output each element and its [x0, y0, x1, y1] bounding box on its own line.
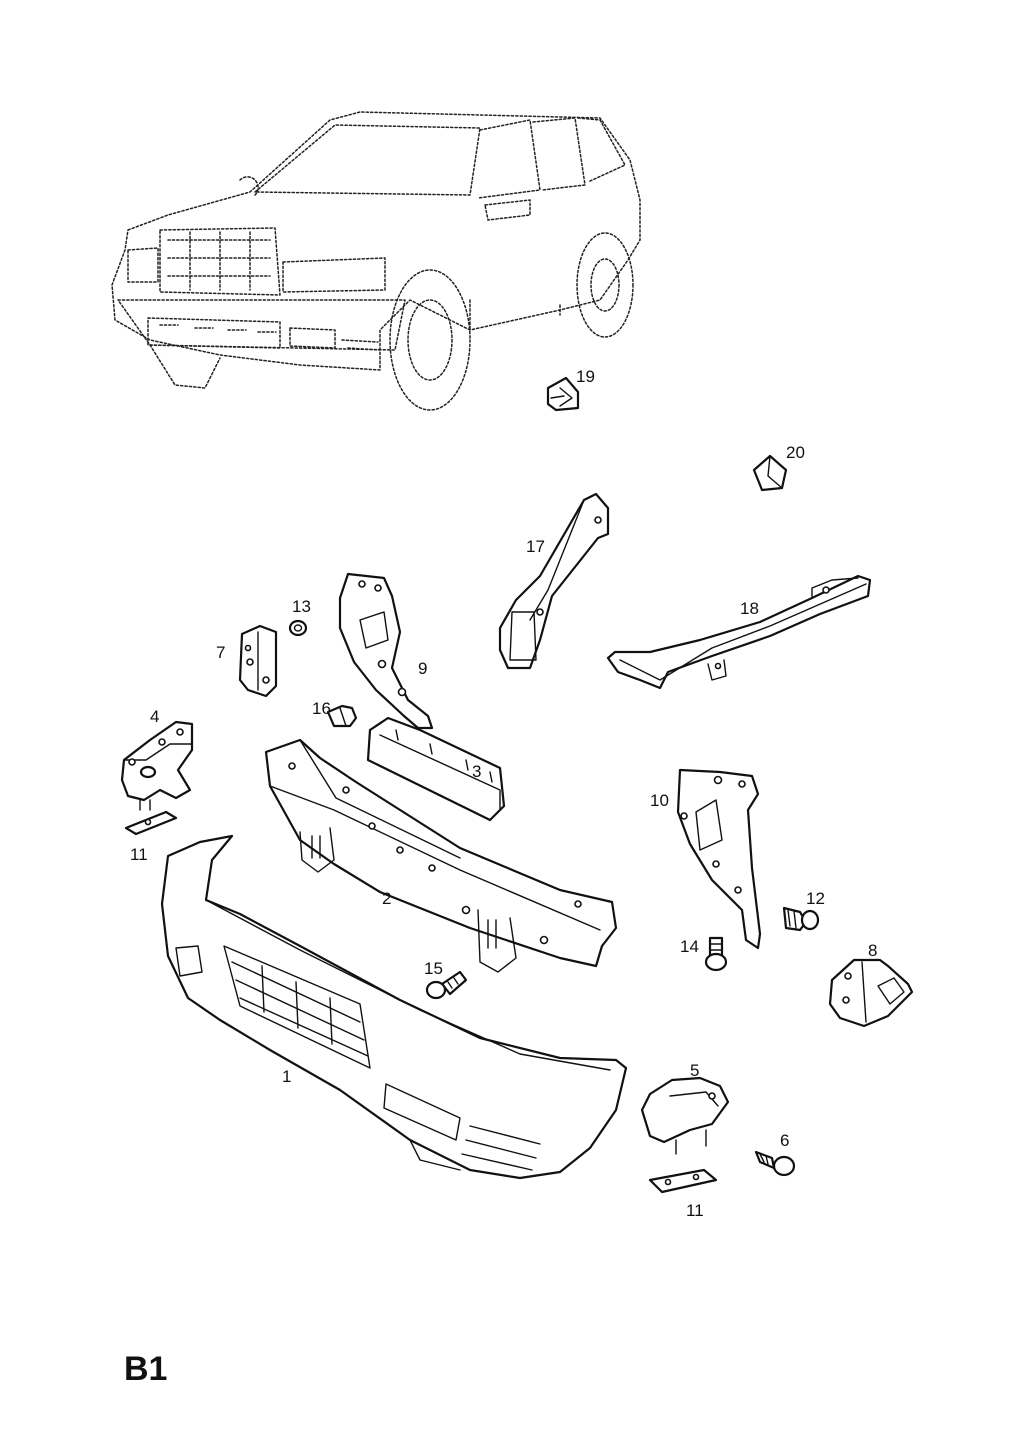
callout-11-upper: 11 — [130, 845, 148, 864]
callout-13: 13 — [292, 597, 311, 616]
part-12-bolt — [782, 906, 820, 932]
callout-5: 5 — [690, 1061, 699, 1080]
callout-14: 14 — [680, 937, 699, 956]
part-5-mount-bracket — [640, 1076, 730, 1155]
callout-17: 17 — [526, 537, 545, 556]
callout-8: 8 — [868, 941, 877, 960]
callout-15: 15 — [424, 959, 443, 978]
callout-7: 7 — [216, 643, 225, 662]
callout-9: 9 — [418, 659, 427, 678]
part-13-nut — [288, 619, 308, 637]
part-20-clip — [752, 454, 788, 492]
callout-18: 18 — [740, 599, 759, 618]
callout-16: 16 — [312, 699, 331, 718]
part-14-bolt — [704, 936, 728, 972]
callout-1: 1 — [282, 1067, 291, 1086]
part-7-small-bracket — [238, 624, 278, 698]
part-19-clip — [546, 376, 580, 412]
part-15-bolt — [425, 970, 468, 1000]
callout-labels: 1 2 3 4 5 6 7 8 9 10 11 11 12 13 14 15 1… — [130, 367, 877, 1220]
part-2-bumper-beam — [264, 738, 618, 973]
part-16-bolt — [326, 704, 358, 728]
part-11-plate-upper — [124, 810, 178, 836]
callout-4: 4 — [150, 707, 159, 726]
callout-11-lower: 11 — [686, 1201, 704, 1220]
sheet-id: B1 — [124, 1350, 167, 1388]
part-8-mount-bracket — [828, 958, 914, 1028]
callout-20: 20 — [786, 443, 805, 462]
callout-3: 3 — [472, 762, 481, 781]
part-9-bracket — [338, 572, 434, 730]
part-3-reinforcement — [366, 716, 506, 822]
vehicle-reference-drawing — [111, 111, 641, 411]
part-6-bolt — [754, 1150, 796, 1177]
part-11-plate-lower — [648, 1168, 718, 1194]
part-10-bracket — [676, 768, 762, 950]
callout-19: 19 — [576, 367, 595, 386]
callout-12: 12 — [806, 889, 825, 908]
callout-6: 6 — [780, 1131, 789, 1150]
part-1-bumper-cover — [160, 834, 628, 1180]
part-4-mount-bracket — [120, 720, 194, 811]
part-18-lower-rail — [606, 574, 872, 690]
callout-2: 2 — [382, 889, 391, 908]
part-17-side-bracket — [498, 492, 610, 670]
callout-10: 10 — [650, 791, 669, 810]
